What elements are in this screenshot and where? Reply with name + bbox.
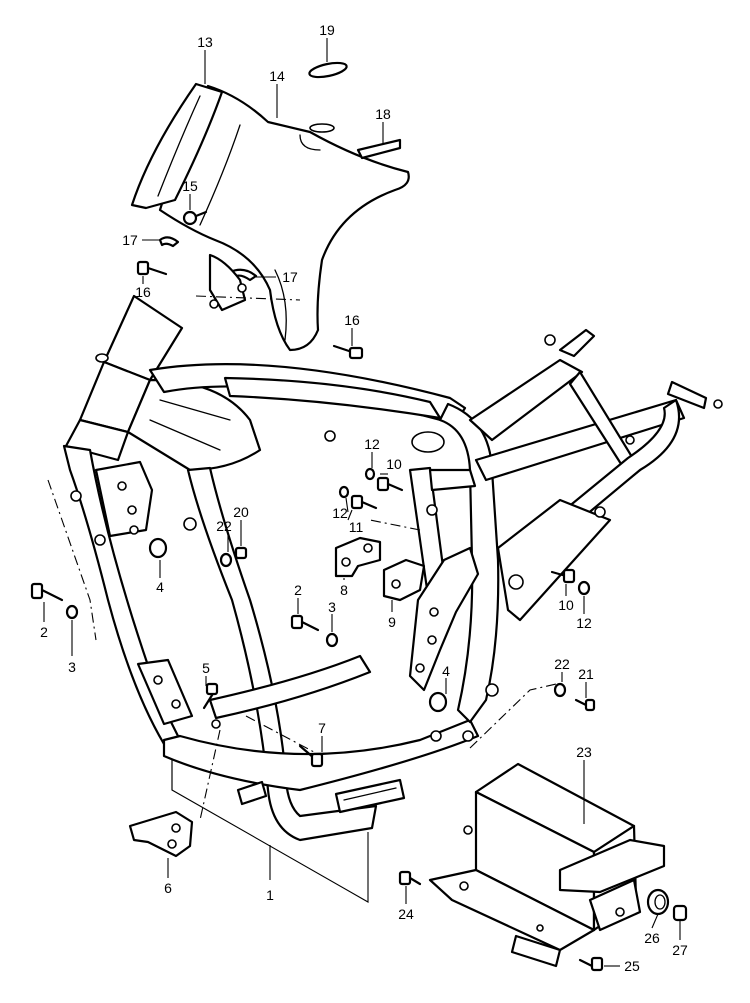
callout-4-right: 4 — [442, 663, 450, 679]
bolt-7 — [298, 744, 324, 768]
name-plate — [356, 138, 402, 160]
bolt-5 — [202, 682, 219, 710]
washer-3-left — [65, 604, 79, 620]
callout-11: 11 — [349, 519, 364, 535]
callout-10-right: 10 — [558, 597, 574, 613]
callout-17-left: 17 — [122, 232, 138, 248]
callout-27: 27 — [672, 942, 688, 958]
callout-8: 8 — [340, 582, 348, 598]
callout-25: 25 — [624, 958, 640, 974]
callout-15: 15 — [182, 178, 198, 194]
callout-19: 19 — [319, 22, 335, 38]
callout-22-center: 22 — [216, 518, 232, 534]
bolt-20 — [234, 546, 248, 560]
callout-12-mid: 12 — [332, 505, 348, 521]
callout-2-left: 2 — [40, 624, 48, 640]
headlight-cover — [130, 82, 224, 210]
bolt-24 — [398, 870, 422, 886]
callout-4-left: 4 — [156, 579, 164, 595]
washer-12-right — [577, 580, 591, 596]
washer-22-center — [219, 552, 233, 568]
callout-12-right: 12 — [576, 615, 592, 631]
callout-14: 14 — [269, 68, 285, 84]
callout-1: 1 — [266, 887, 274, 903]
washer-3-center — [325, 632, 339, 648]
callout-23: 23 — [576, 744, 592, 760]
grommet-26 — [646, 888, 670, 916]
callout-18: 18 — [375, 106, 391, 122]
callout-10-upper: 10 — [386, 456, 402, 472]
bolt-10-right — [550, 568, 576, 584]
callout-6: 6 — [164, 880, 172, 896]
callout-12-upper: 12 — [364, 436, 380, 452]
bracket-9 — [382, 558, 426, 602]
bolt-11 — [350, 494, 378, 510]
callout-22-right: 22 — [554, 656, 570, 672]
callout-16-right: 16 — [344, 312, 360, 328]
callout-17-right: 17 — [282, 269, 298, 285]
callout-20: 20 — [233, 504, 249, 520]
callout-13: 13 — [197, 34, 213, 50]
callout-3-left: 3 — [68, 659, 76, 675]
callout-2-center: 2 — [294, 582, 302, 598]
bolt-10-upper — [376, 476, 404, 492]
callout-26: 26 — [644, 930, 660, 946]
bracket-6 — [128, 810, 194, 858]
washer-12-mid — [338, 485, 350, 499]
callout-7: 7 — [318, 720, 326, 736]
bolt-16-right — [332, 344, 364, 360]
bolt-25 — [578, 956, 604, 972]
main-frame — [62, 294, 723, 842]
callout-9: 9 — [388, 614, 396, 630]
callout-16-left: 16 — [135, 284, 151, 300]
washer-22-right — [553, 682, 567, 698]
bolt-2-center — [290, 614, 320, 632]
callout-3-center: 3 — [328, 599, 336, 615]
battery-box — [428, 762, 666, 968]
callout-21: 21 — [578, 666, 594, 682]
bolt-21 — [574, 698, 596, 712]
nut-4-left — [148, 537, 168, 559]
mount-bracket-upper — [208, 253, 247, 312]
bolt-15 — [182, 210, 208, 226]
reference-lines — [47, 295, 557, 821]
washer-12-upper — [364, 467, 376, 481]
nut-4-right — [428, 691, 448, 713]
bolt-2-left — [30, 582, 64, 602]
side-cover-panel — [158, 84, 410, 352]
callout-leaders — [43, 38, 681, 967]
bolt-16-left — [136, 260, 168, 276]
clip-17-left — [158, 236, 180, 248]
callout-24: 24 — [398, 906, 414, 922]
emblem-badge — [308, 61, 348, 79]
callout-labels: 1 2 2 3 3 4 4 5 6 7 8 9 10 10 11 12 12 1… — [40, 22, 688, 974]
engine-mount-plate — [408, 546, 480, 692]
collar-27 — [672, 904, 688, 922]
bracket-8 — [334, 536, 382, 578]
callout-5: 5 — [202, 660, 210, 676]
